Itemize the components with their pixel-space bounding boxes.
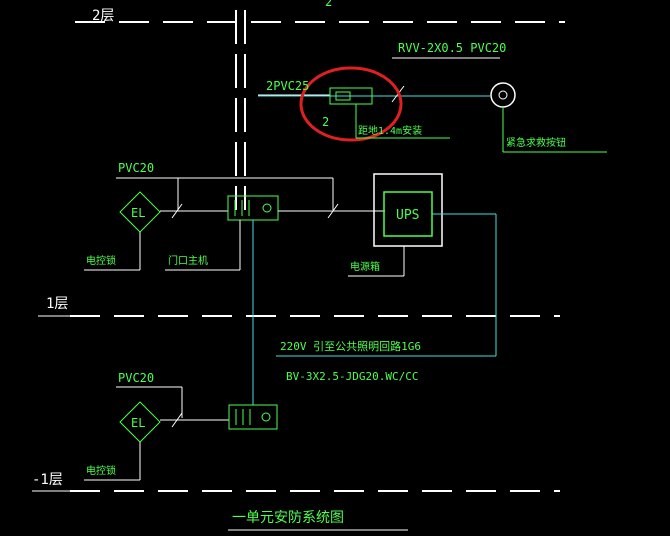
label-220v: 220V 引至公共照明回路1G6 (280, 339, 421, 353)
emergency-button-symbol[interactable] (490, 82, 516, 108)
floor-label-1: 1层 (46, 296, 68, 312)
label-install-height: 距地1.4m安装 (358, 124, 422, 137)
label-pvc25: 2PVC25 (266, 79, 309, 93)
door-host-lens (262, 203, 272, 213)
emergency-button-core (498, 90, 508, 100)
host-to-ups-slash (327, 203, 339, 219)
el-top-slash (171, 203, 183, 219)
label-door-host: 门口主机 (168, 254, 208, 267)
top-device-outer[interactable] (329, 87, 373, 105)
label-pvc20-bottom: PVC20 (118, 371, 154, 385)
label-bv: BV-3X2.5-JDG20.WC/CC (286, 370, 418, 383)
label-top-2: 2 (325, 0, 332, 9)
lower-device-lens (261, 412, 271, 422)
red-highlight-circle (299, 66, 403, 142)
label-el-top: EL (131, 206, 145, 220)
label-power-box: 电源箱 (350, 260, 380, 273)
label-elock-bottom: 电控锁 (86, 464, 116, 477)
label-pvc20-top: PVC20 (118, 161, 154, 175)
el-bottom-slash (171, 412, 183, 428)
label-emergency-button: 紧急求救按钮 (506, 136, 566, 149)
label-el-bottom: EL (131, 416, 145, 430)
ups-outer[interactable] (373, 173, 443, 247)
floor-label-minus1: -1层 (32, 472, 63, 488)
floor-label-2: 2层 (92, 8, 114, 24)
drawing-title: 一单元安防系统图 (232, 510, 344, 526)
label-rvv: RVV-2X0.5 PVC20 (398, 41, 506, 55)
label-elock-top: 电控锁 (86, 254, 116, 267)
top-device-inner (335, 91, 351, 101)
label-small-2: 2 (322, 115, 329, 129)
lower-device-box[interactable] (228, 404, 278, 430)
label-ups: UPS (396, 208, 419, 223)
